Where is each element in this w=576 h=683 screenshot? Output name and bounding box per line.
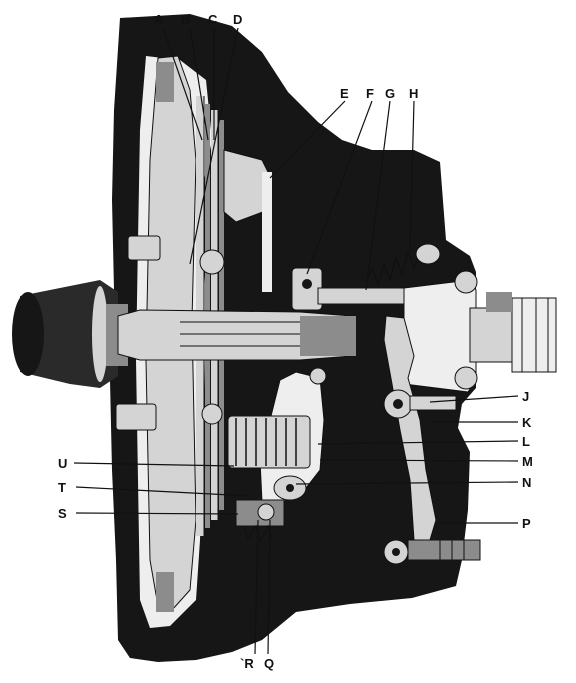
spring-cage [227, 371, 325, 513]
label-f: F [366, 86, 374, 101]
callout-labels: A B C D E F G H J K L M N P U T S `R Q [58, 12, 533, 671]
label-c: C [208, 12, 218, 27]
label-r: `R [240, 656, 254, 671]
output-shaft [469, 292, 557, 373]
lower-linkage [235, 499, 285, 544]
label-d: D [233, 12, 242, 27]
main-shaft [117, 309, 356, 361]
output-bearing-housing [403, 270, 478, 393]
label-a: A [154, 12, 164, 27]
label-g: G [385, 86, 395, 101]
label-m: M [522, 454, 533, 469]
label-h: H [409, 86, 418, 101]
return-spring [365, 243, 441, 287]
label-s: S [58, 506, 67, 521]
flywheel-bolts [115, 235, 184, 431]
release-sleeve [291, 267, 405, 311]
label-p: P [522, 516, 531, 531]
label-n: N [522, 475, 531, 490]
label-j: J [522, 389, 529, 404]
label-k: K [522, 415, 532, 430]
label-q: Q [264, 656, 274, 671]
label-u: U [58, 456, 67, 471]
adjusting-rod [407, 395, 481, 561]
label-l: L [522, 434, 530, 449]
label-b: B [181, 12, 190, 27]
pressure-plate-hub [223, 149, 272, 292]
cover-screws [199, 249, 327, 425]
label-t: T [58, 480, 66, 495]
leader-lines [73, 27, 519, 655]
drive-coupling [12, 280, 128, 388]
label-e: E [340, 86, 349, 101]
